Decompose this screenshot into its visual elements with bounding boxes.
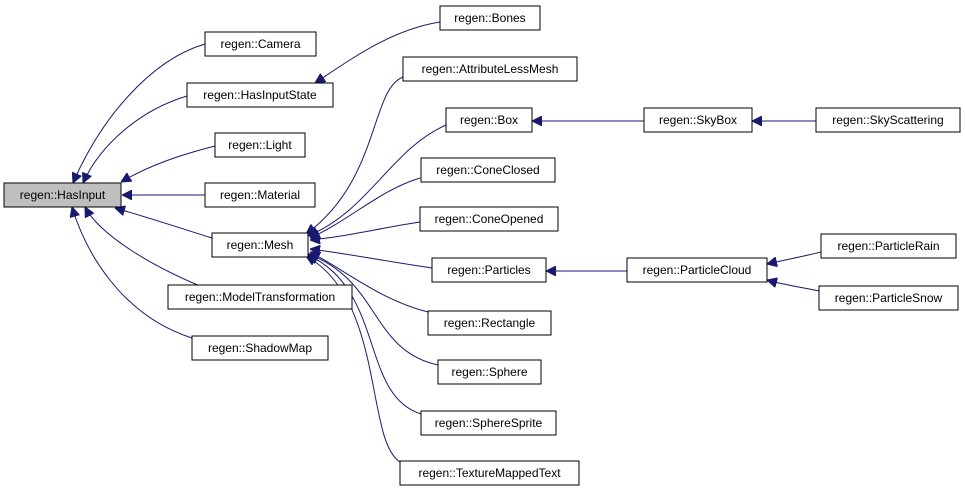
edge-modeltransformation-hasinput <box>85 207 201 287</box>
node-bones-label: regen::Bones <box>454 11 525 25</box>
node-box-label: regen::Box <box>460 113 518 127</box>
edge-shadowmap-hasinput <box>72 207 193 339</box>
node-coneclosed-label: regen::ConeClosed <box>436 163 539 177</box>
node-light[interactable]: regen::Light <box>214 132 306 158</box>
edge-box-mesh <box>308 124 447 236</box>
node-particlecloud[interactable]: regen::ParticleCloud <box>626 257 768 283</box>
edge-light-hasinput <box>121 145 216 182</box>
node-particlesnow[interactable]: regen::ParticleSnow <box>818 285 959 311</box>
node-camera[interactable]: regen::Camera <box>204 31 317 57</box>
edge-hasinputstate-hasinput <box>83 95 188 183</box>
edge-coneclosed-mesh <box>310 177 421 238</box>
node-hasinputstate[interactable]: regen::HasInputState <box>186 82 334 108</box>
node-coneopened-label: regen::ConeOpened <box>435 212 544 226</box>
nodes: regen::HasInput regen::Camera regen::Has… <box>3 5 961 486</box>
node-bones[interactable]: regen::Bones <box>439 5 541 31</box>
node-attributelessmesh[interactable]: regen::AttributeLessMesh <box>402 56 578 82</box>
node-modeltransformation[interactable]: regen::ModelTransformation <box>167 284 353 310</box>
node-sphere-label: regen::Sphere <box>451 365 527 379</box>
node-camera-label: regen::Camera <box>220 37 300 51</box>
node-material-label: regen::Material <box>220 188 300 202</box>
edge-camera-hasinput <box>73 43 206 183</box>
edges <box>72 21 822 463</box>
node-mesh-label: regen::Mesh <box>227 238 294 252</box>
edge-sphere-mesh <box>308 254 439 366</box>
node-material[interactable]: regen::Material <box>204 182 316 208</box>
edge-attributelessmesh-mesh <box>306 76 404 234</box>
node-attributelessmesh-label: regen::AttributeLessMesh <box>422 62 559 76</box>
node-hasinput[interactable]: regen::HasInput <box>3 182 122 208</box>
node-particlerain-label: regen::ParticleRain <box>837 239 939 253</box>
node-particlerain[interactable]: regen::ParticleRain <box>820 233 957 259</box>
node-shadowmap-label: regen::ShadowMap <box>208 341 312 355</box>
node-spheresprite[interactable]: regen::SphereSprite <box>420 410 557 436</box>
edge-particlesnow-particlecloud <box>767 280 820 292</box>
node-hasinputstate-label: regen::HasInputState <box>203 88 317 102</box>
node-mesh[interactable]: regen::Mesh <box>211 232 309 258</box>
node-skyscattering-label: regen::SkyScattering <box>832 113 943 127</box>
edge-rectangle-mesh <box>310 252 429 313</box>
node-skybox[interactable]: regen::SkyBox <box>643 107 753 133</box>
node-rectangle[interactable]: regen::Rectangle <box>427 310 552 336</box>
node-coneclosed[interactable]: regen::ConeClosed <box>420 157 556 183</box>
edge-particles-mesh <box>310 249 433 269</box>
node-light-label: regen::Light <box>228 138 292 152</box>
node-box[interactable]: regen::Box <box>445 107 533 133</box>
node-hasinput-label: regen::HasInput <box>20 188 106 202</box>
node-particles[interactable]: regen::Particles <box>431 257 547 283</box>
node-skybox-label: regen::SkyBox <box>659 113 737 127</box>
edge-spheresprite-mesh <box>308 255 422 415</box>
node-skyscattering[interactable]: regen::SkyScattering <box>815 107 961 133</box>
edge-particlerain-particlecloud <box>767 251 822 264</box>
node-particlesnow-label: regen::ParticleSnow <box>835 291 943 305</box>
node-modeltransformation-label: regen::ModelTransformation <box>185 290 335 304</box>
edge-coneopened-mesh <box>310 221 421 240</box>
node-particlecloud-label: regen::ParticleCloud <box>643 263 752 277</box>
edge-mesh-hasinput <box>115 208 213 239</box>
node-texturemappedtext[interactable]: regen::TextureMappedText <box>399 460 580 486</box>
node-spheresprite-label: regen::SphereSprite <box>435 416 543 430</box>
node-sphere[interactable]: regen::Sphere <box>437 359 542 385</box>
edge-bones-hasinputstate <box>315 21 441 83</box>
node-shadowmap[interactable]: regen::ShadowMap <box>191 335 329 361</box>
node-texturemappedtext-label: regen::TextureMappedText <box>418 466 561 480</box>
node-coneopened[interactable]: regen::ConeOpened <box>419 206 559 232</box>
edge-texturemappedtext-mesh <box>306 256 401 463</box>
node-particles-label: regen::Particles <box>447 263 530 277</box>
node-rectangle-label: regen::Rectangle <box>444 316 536 330</box>
